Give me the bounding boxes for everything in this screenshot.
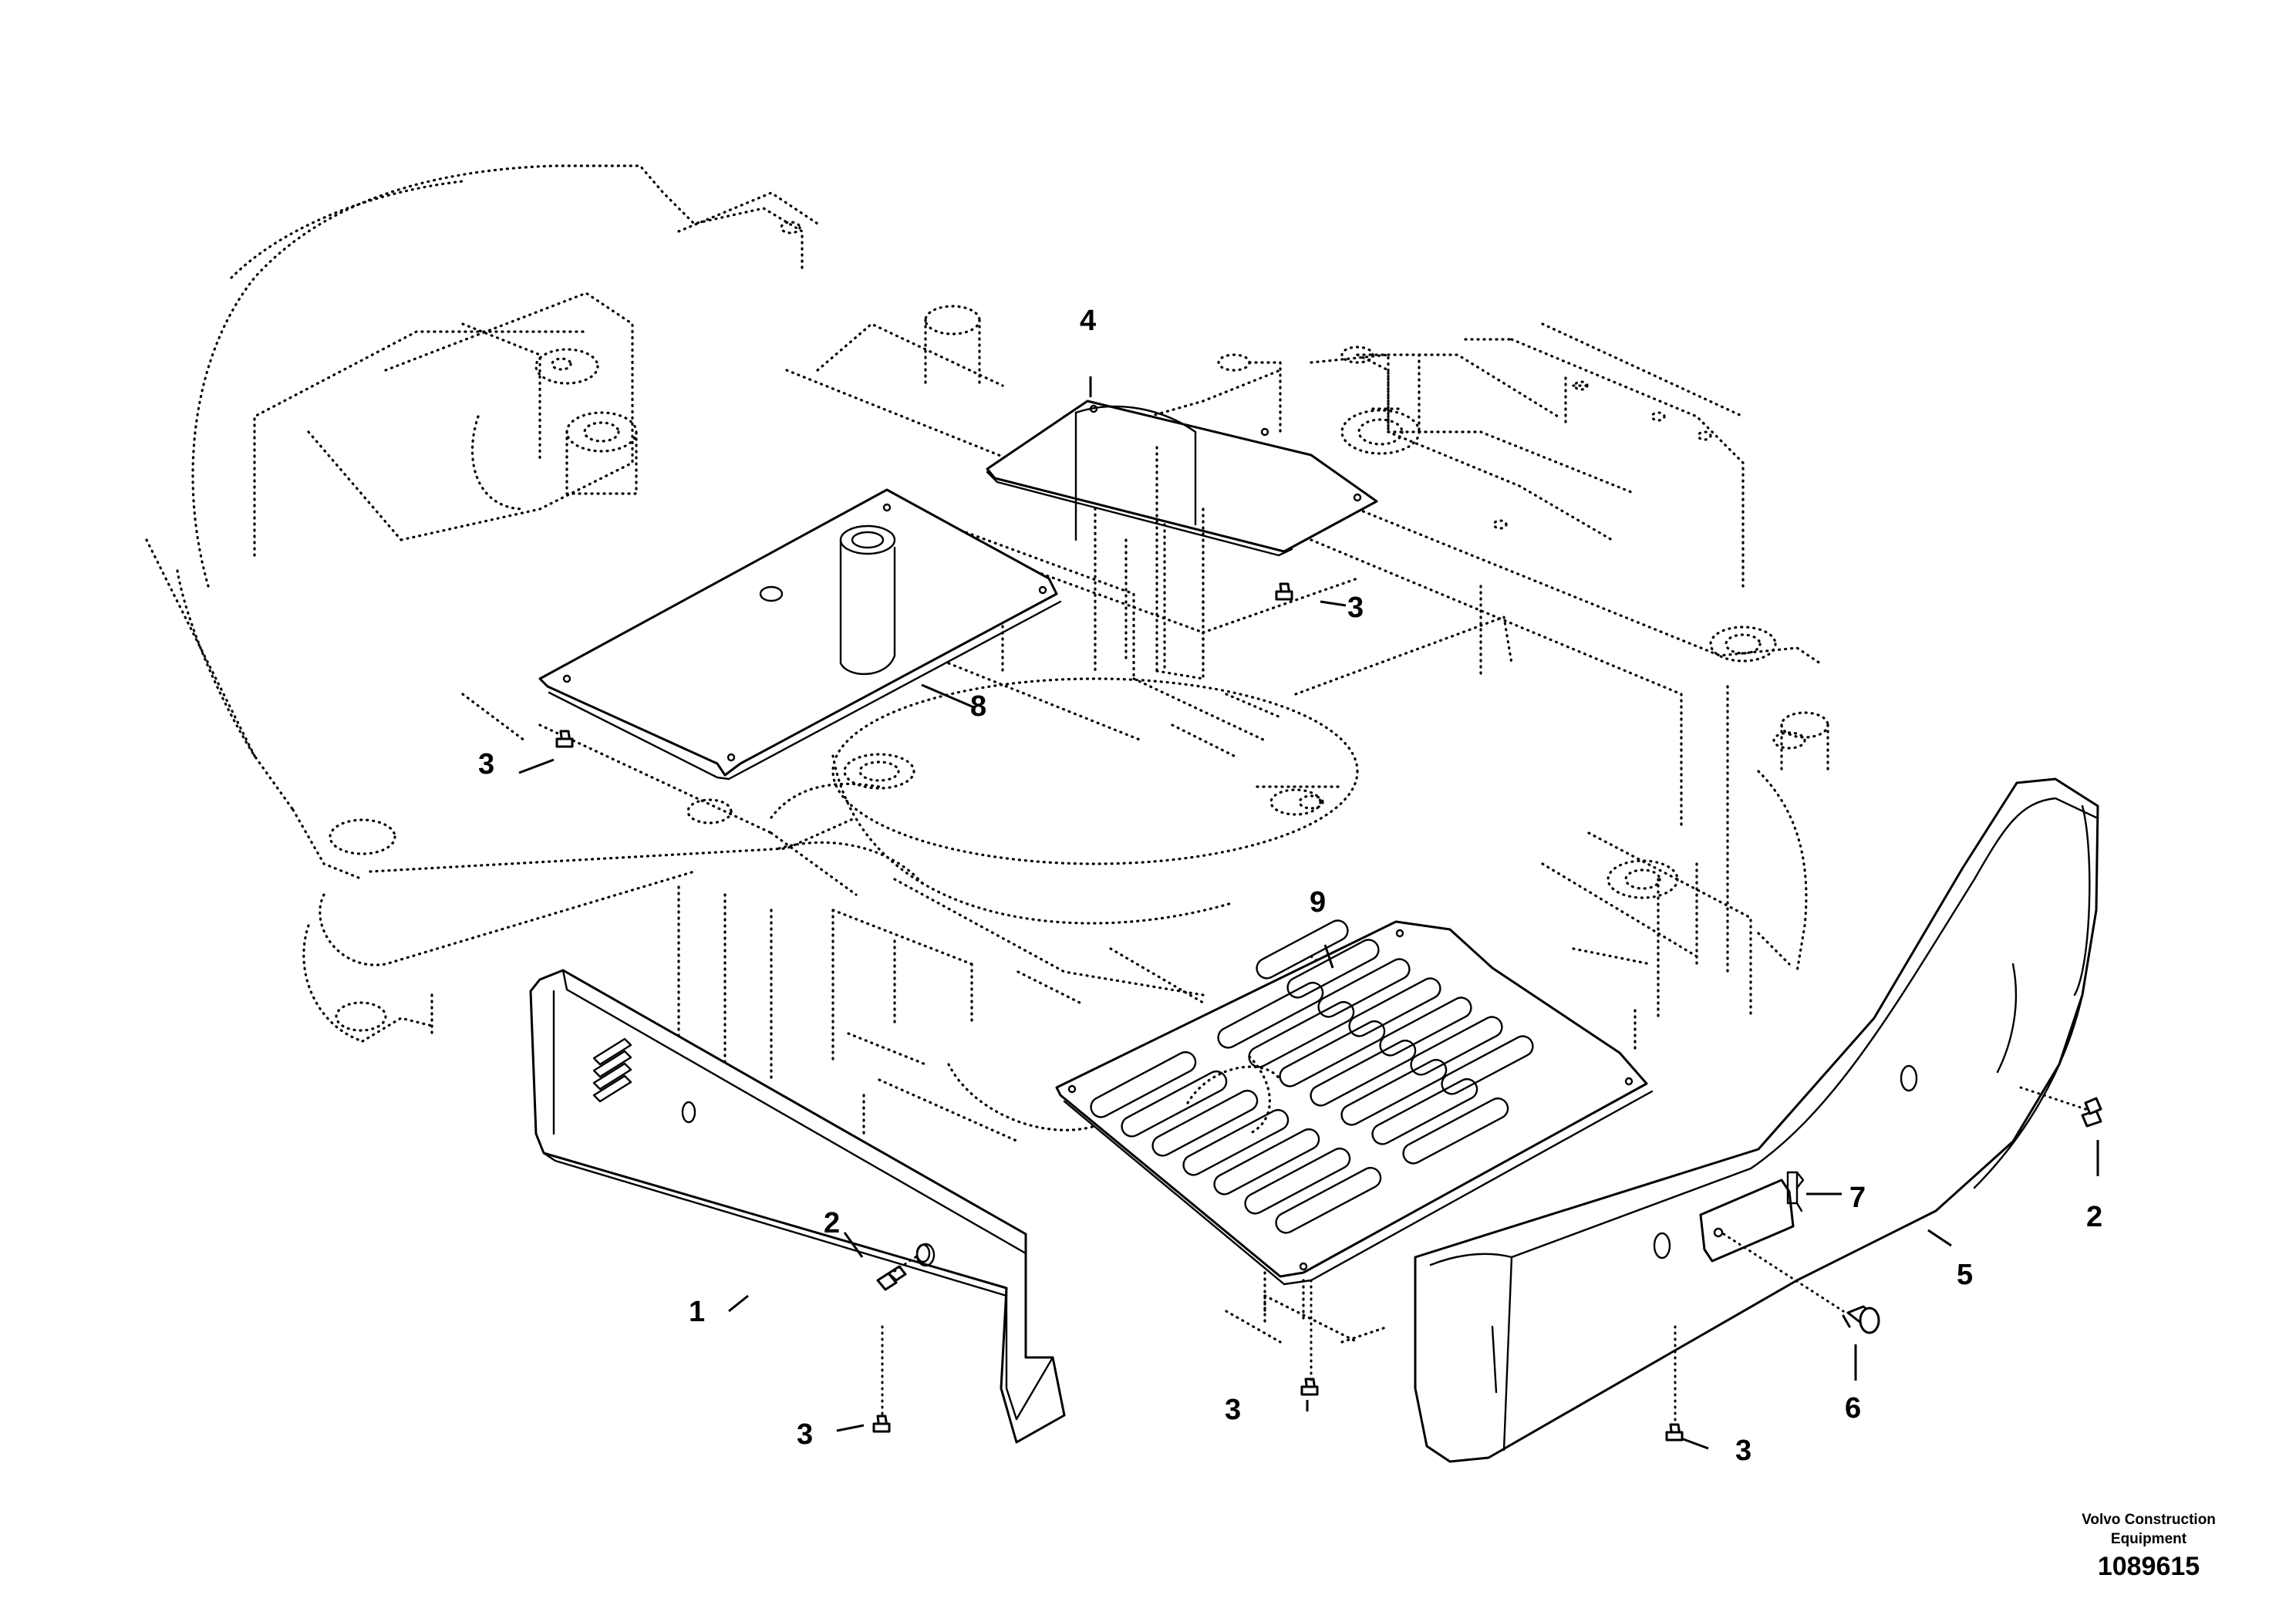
- manufacturer-name-line-2: Equipment: [2110, 1531, 2187, 1547]
- bolt-icon-3e: [1665, 1423, 1684, 1442]
- part-8-plate: [538, 488, 1062, 781]
- callout-2-left: 2: [824, 1207, 840, 1239]
- part-7-clip: [1786, 1171, 1805, 1212]
- bolt-icon-3b: [1275, 582, 1293, 601]
- part-4-cover: [986, 400, 1378, 680]
- upper-frame-outline: [145, 164, 1829, 1344]
- callout-3-upper: 3: [1347, 592, 1364, 624]
- callout-8: 8: [970, 690, 986, 723]
- callout-5: 5: [1957, 1259, 1973, 1291]
- bolt-icon-3c: [872, 1415, 891, 1433]
- louver-icon: [592, 1037, 632, 1103]
- callout-3-bottom-center: 3: [1225, 1394, 1241, 1426]
- callout-3-bottom-right: 3: [1735, 1435, 1752, 1467]
- bolt-icon-2a: [876, 1243, 931, 1291]
- grating-slots: [1090, 919, 1534, 1234]
- callout-labels: 4 8 3 3 9 1 2 3 3 3 2 5 6 7: [478, 305, 2102, 1467]
- callout-1: 1: [689, 1296, 705, 1328]
- part-5-counterweight: [1414, 777, 2099, 1463]
- bolt-icon-2b: [2081, 1097, 2102, 1128]
- callout-6: 6: [1845, 1392, 1861, 1425]
- bolt-icon-3d: [1300, 1378, 1319, 1396]
- bolt-icon-3a: [555, 730, 574, 748]
- callout-3-left: 3: [478, 748, 494, 781]
- part-9-step-grating: [1055, 919, 1654, 1320]
- manufacturer-name-line-1: Volvo Construction: [2082, 1512, 2216, 1528]
- drawing-number: 1089615: [2097, 1552, 2200, 1581]
- leader-lines: [518, 376, 2099, 1450]
- callout-2-right: 2: [2086, 1201, 2102, 1233]
- callout-4: 4: [1080, 305, 1096, 337]
- part-1-side-cover: [529, 969, 1066, 1444]
- callout-7: 7: [1849, 1182, 1866, 1214]
- callout-9: 9: [1310, 886, 1326, 919]
- callout-3-bottom-left: 3: [797, 1418, 813, 1451]
- plug-icon-6: [1842, 1305, 1880, 1334]
